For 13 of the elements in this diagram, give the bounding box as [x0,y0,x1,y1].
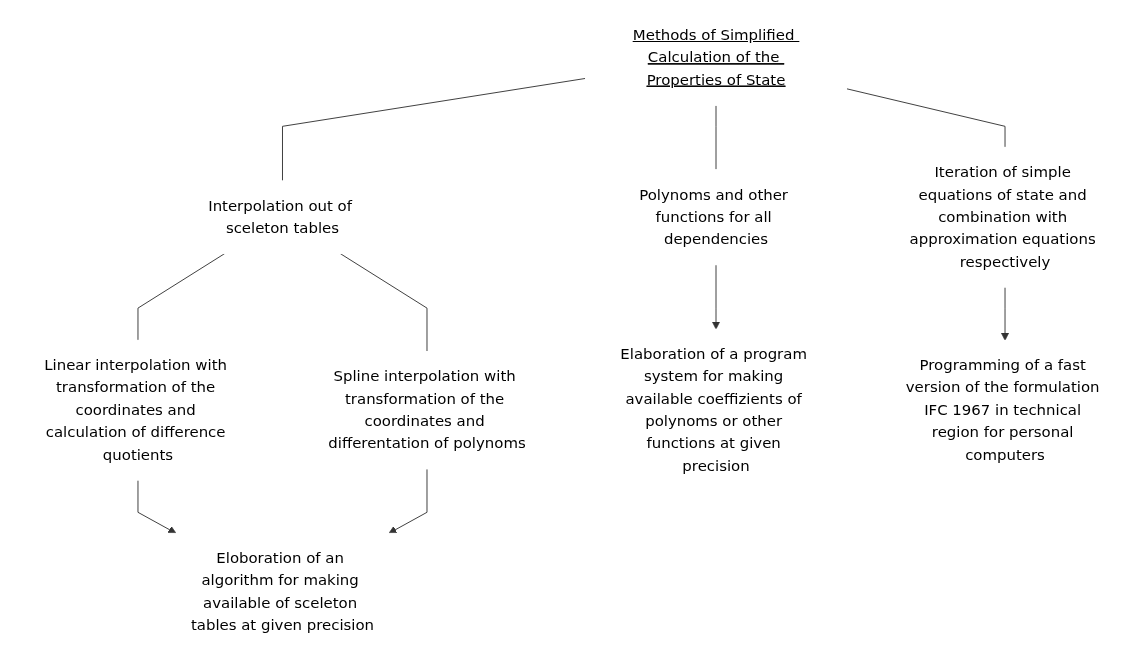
node-text: Methods of Simplified Calculation of the Properties of State [632,26,795,89]
node-text: Eloboration of an algorithm for making available of sceleton tables at given precision [190,549,375,634]
node-text: Programming of a fast version of the formulation IFC 1967 in technical region for personal computers [905,356,1100,464]
node-text: Linear interpolation with transformation of the coordinates and calculation of difference quotients [44,356,227,464]
connector [282,77,586,182]
node-text: Iteration of simple equations of state and combination with approximation equations respectively [909,163,1096,271]
node-text: Polynoms and other functions for all dependencies [639,185,788,248]
connector [339,253,428,352]
connector [137,253,226,341]
node-text: Interpolation out of sceleton tables [208,196,352,237]
node-text: Spline interpolation with transformation of the coordinates and differentation of polynoms [328,367,526,453]
node-text: Elaboration of a program system for making available coeffizients of polynoms or other functions at given precision [620,344,807,475]
connector [846,88,1006,148]
